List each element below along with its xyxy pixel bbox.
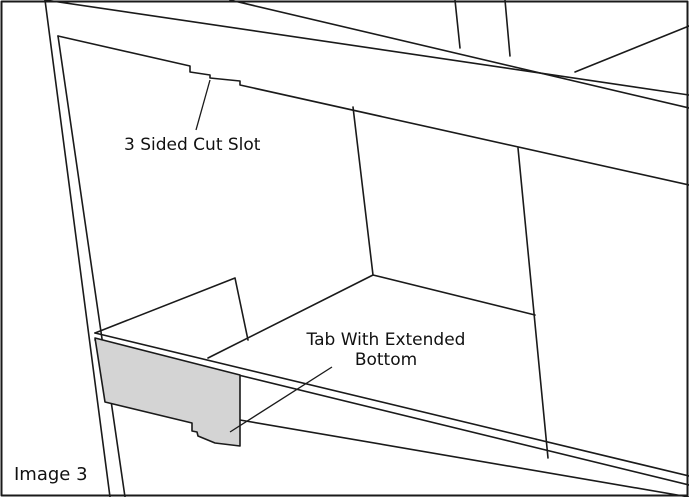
front-board-bottom-edge (239, 419, 689, 497)
top-board-bottom-edge-with-slot (57, 35, 689, 186)
left-post-edge-inner (57, 35, 126, 497)
back-rail (574, 25, 689, 73)
back-post-right (504, 0, 511, 57)
right-divider (517, 147, 549, 459)
shelf-side-panel (94, 277, 249, 341)
tab-with-extended-bottom (94, 337, 241, 447)
figure-caption: Image 3 (14, 464, 88, 485)
tab-callout-line-2: Bottom (354, 350, 418, 371)
slot-callout-label: 3 Sided Cut Slot (124, 135, 261, 155)
tab-callout-label: Tab With Extended Bottom (296, 330, 476, 371)
tab-leader-line (229, 366, 333, 433)
middle-divider (352, 106, 374, 276)
slot-leader-line (195, 79, 211, 131)
top-board-top-edge (44, 0, 689, 96)
tab-callout-line-1: Tab With Extended (306, 330, 466, 350)
top-board-back-edge (229, 0, 689, 109)
shelf-back-edges (207, 274, 536, 359)
back-post-left (454, 0, 461, 49)
front-board-top-edge (94, 332, 689, 477)
left-post-edge-outer (44, 0, 111, 497)
